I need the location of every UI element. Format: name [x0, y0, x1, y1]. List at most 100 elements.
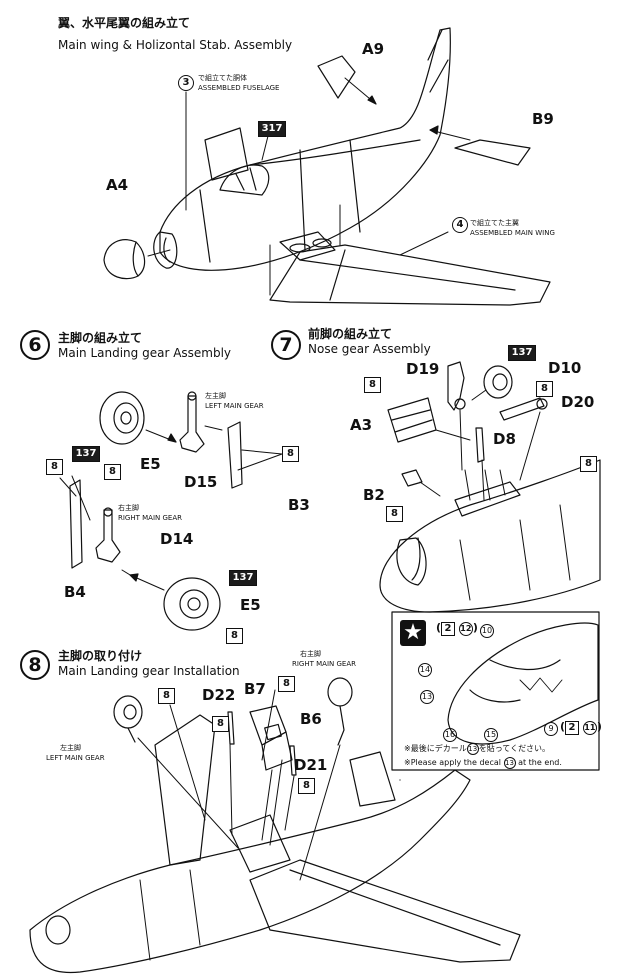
door-b3 — [227, 421, 243, 489]
decal-note-en-num: 13 — [503, 757, 516, 769]
inset-nose — [447, 622, 599, 745]
part-a9 — [317, 55, 356, 99]
part-b2 — [401, 469, 423, 487]
left-gear-8-jp: 左主脚 — [60, 744, 81, 752]
color-code-137-c: 137 — [508, 345, 536, 361]
right-gear-6-en: RIGHT MAIN GEAR — [118, 514, 182, 522]
part-label-d20: D20 — [561, 393, 595, 411]
fin-step8 — [154, 714, 216, 866]
fin-panel — [427, 29, 449, 93]
decal-note-en-before: ※Please apply the decal — [404, 758, 501, 767]
color-code-8-c: 8 — [46, 459, 63, 475]
intake — [153, 231, 178, 269]
strut-d15 — [179, 395, 205, 453]
color-code-137-b: 137 — [229, 570, 257, 586]
wing-step8 — [249, 859, 521, 963]
color-code-8-f: 8 — [536, 381, 553, 397]
color-code-8-j: 8 — [278, 676, 295, 692]
right-gear-6-jp: 右主脚 — [118, 504, 139, 512]
part-label-d22: D22 — [202, 686, 236, 704]
wheel-e5-top — [99, 391, 145, 445]
decal-top-num: 2 — [441, 622, 456, 636]
step8-title-jp: 主脚の取り付け — [58, 649, 143, 663]
main-wing-inner — [299, 249, 516, 301]
intake-lip — [163, 237, 171, 263]
part-label-b3: B3 — [288, 496, 310, 514]
part-label-d21: D21 — [294, 756, 328, 774]
right-gear-8-en: RIGHT MAIN GEAR — [292, 660, 356, 668]
part-label-b2: B2 — [363, 486, 385, 504]
nose-fuselage — [379, 459, 601, 613]
decal-note-jp-before: ※最後にデカール — [404, 744, 467, 753]
color-code-8-g: 8 — [580, 456, 597, 472]
decal-bottom-num: 2 — [565, 721, 580, 735]
part-label-b7: B7 — [244, 680, 266, 698]
decal-top-group: (2 12) — [436, 621, 478, 636]
decal-14: 14 — [418, 663, 432, 677]
gear-right-8 — [327, 677, 353, 707]
part-label-e5-bottom: E5 — [240, 596, 261, 614]
color-code-317: 317 — [258, 121, 286, 137]
color-code-8-i: 8 — [158, 688, 175, 704]
callout-step-4: 4 — [452, 217, 468, 233]
part-label-a4: A4 — [106, 176, 129, 194]
part-d21 — [289, 745, 297, 776]
wheel-bay-step8 — [229, 814, 291, 873]
part-d20 — [499, 397, 545, 421]
fuselage-spine — [249, 139, 421, 166]
part-label-d15: D15 — [184, 473, 218, 491]
panel-lines — [199, 139, 361, 263]
color-code-8-l: 8 — [298, 778, 315, 794]
decal-13: 13 — [420, 690, 434, 704]
mainwing-callout-jp: で組立てた主翼 — [470, 219, 519, 227]
part-label-d19: D19 — [406, 360, 440, 378]
left-gear-6-jp: 左主脚 — [205, 392, 226, 400]
stab-step8 — [349, 751, 396, 807]
part-label-a9: A9 — [362, 40, 385, 58]
decal-15: 15 — [484, 728, 498, 742]
decal-top-sub: 12 — [458, 622, 473, 636]
part-label-a3: A3 — [350, 416, 373, 434]
decal-bottom-group: (2 11) — [560, 720, 602, 735]
step7-number: 7 — [271, 330, 301, 360]
step6-title-jp: 主脚の組み立て — [58, 331, 143, 345]
part-label-d10: D10 — [548, 359, 582, 377]
part-a4 — [103, 239, 146, 280]
star-icon: ★ — [400, 620, 426, 646]
mainwing-callout-en: ASSEMBLED MAIN WING — [470, 229, 555, 237]
wheel-e5-bottom — [163, 577, 221, 631]
part-d19 — [447, 361, 465, 411]
color-code-8-b: 8 — [282, 446, 299, 462]
part-a3 — [387, 397, 437, 443]
left-gear-8-en: LEFT MAIN GEAR — [46, 754, 105, 762]
part-label-b4: B4 — [64, 583, 86, 601]
color-code-8-h: 8 — [386, 506, 403, 522]
gear-left-8 — [113, 695, 143, 729]
vertical-stab — [204, 127, 249, 181]
step6-title-en: Main Landing gear Assembly — [58, 346, 232, 360]
right-gear-8-jp: 右主脚 — [300, 650, 321, 658]
step7-title-en: Nose gear Assembly — [308, 342, 431, 356]
door-b4 — [69, 479, 83, 569]
step8-number: 8 — [20, 650, 50, 680]
decal-9: 9 — [544, 722, 558, 736]
left-gear-6-en: LEFT MAIN GEAR — [205, 402, 264, 410]
step5-title-jp: 翼、水平尾翼の組み立て — [58, 16, 191, 30]
step6-number: 6 — [20, 330, 50, 360]
part-label-d8: D8 — [493, 430, 516, 448]
part-label-e5-top: E5 — [140, 455, 161, 473]
step7-title-jp: 前脚の組み立て — [308, 327, 393, 341]
nose-bay — [454, 481, 521, 517]
part-label-b6: B6 — [300, 710, 322, 728]
part-label-b9: B9 — [532, 110, 554, 128]
callout-step-3: 3 — [178, 75, 194, 91]
fuselage-callout-jp: で組立てた胴体 — [198, 74, 247, 82]
decal-note-en-after: at the end. — [518, 758, 562, 767]
step5-title-en: Main wing & Holizontal Stab. Assembly — [58, 38, 293, 52]
part-d22 — [227, 711, 235, 745]
fuselage-outline — [159, 27, 451, 271]
part-b9 — [454, 139, 531, 166]
color-code-8-e: 8 — [364, 377, 381, 393]
nose-intake — [396, 537, 427, 586]
